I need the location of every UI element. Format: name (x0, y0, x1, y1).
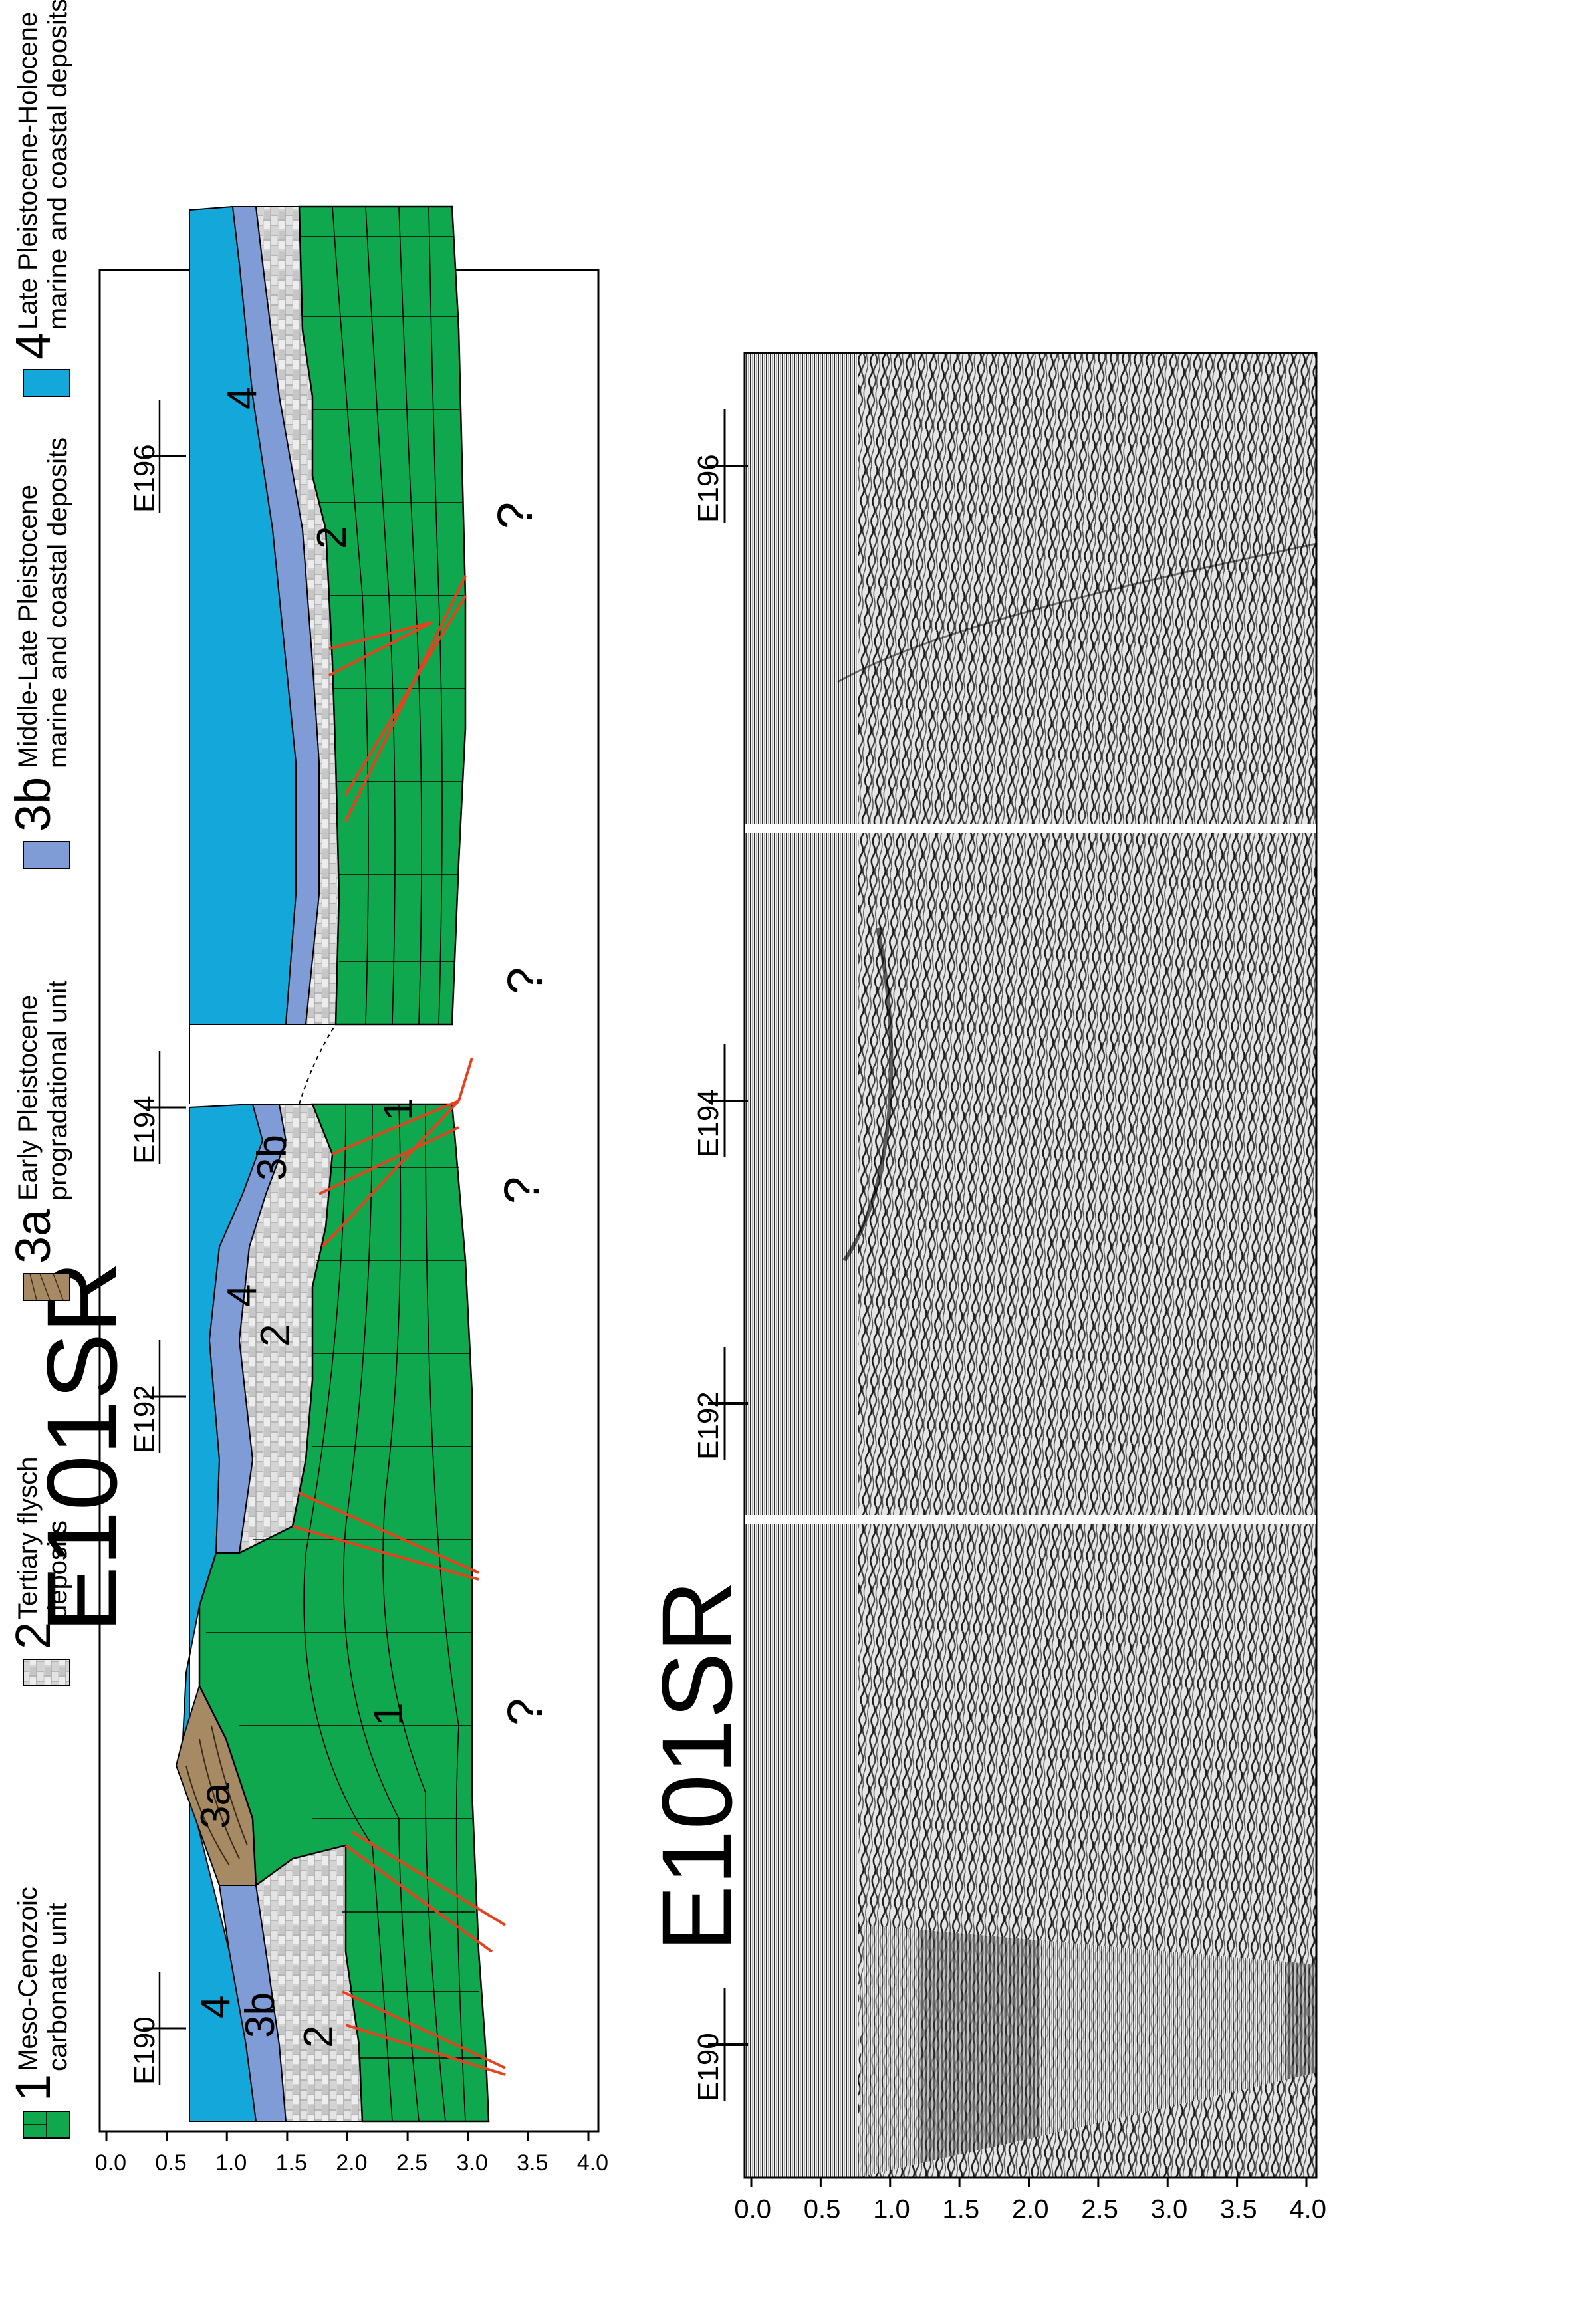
seismic-well-e196: E196 (692, 409, 748, 523)
fault-lines (292, 575, 507, 2076)
label-unit-4c: 4 (219, 387, 265, 409)
seismic-title: E101SR (641, 1580, 753, 1952)
legend: 1 Meso-Cenozoic carbonate unit 2 Tertiar… (5, 0, 72, 2139)
label-unit-4a: 4 (193, 1996, 239, 2018)
svg-text:Early Pleistocene: Early Pleistocene (13, 995, 43, 1201)
seismic-well-e190: E190 (692, 1988, 748, 2101)
section-depth-tick-label: 1.5 (276, 2150, 307, 2176)
legend-item-2: 2 Tertiary flysch deposits (5, 1457, 72, 1686)
unknown-mark: ? (497, 967, 552, 994)
svg-text:Tertiary flysch: Tertiary flysch (13, 1457, 43, 1620)
svg-text:carbonate unit: carbonate unit (43, 1903, 72, 2071)
svg-text:deposits: deposits (43, 1520, 72, 1619)
section-depth-tick-label: 0.5 (155, 2150, 186, 2176)
legend-item-3b: 3b Middle-Late Pleistocene marine and co… (5, 437, 72, 869)
svg-text:E196: E196 (128, 444, 161, 513)
legend-item-4: 4 Late Pleistocene-Holocene marine and c… (5, 0, 72, 397)
unknown-mark: ? (497, 1698, 552, 1726)
svg-text:Meso-Cenozoic: Meso-Cenozoic (13, 1887, 43, 2071)
seismic-well-e194: E194 (692, 1044, 748, 1157)
seismic-time-tick-label: 2.5 (1081, 2195, 1118, 2224)
svg-text:E194: E194 (128, 1096, 161, 1164)
seismic-time-axis: 0.0 0.5 1.0 1.5 2.0 2.5 3.0 3.5 4.0 (734, 2178, 1326, 2224)
label-unit-3b-b: 3b (249, 1135, 295, 1181)
label-unit-2c: 2 (309, 526, 355, 549)
section-depth-axis: 0.0 0.5 1.0 1.5 2.0 2.5 3.0 3.5 4.0 (95, 2131, 608, 2176)
section-depth-tick-label: 4.0 (577, 2150, 608, 2176)
seismic-time-tick-label: 0.5 (804, 2195, 841, 2224)
label-unit-1b: 1 (376, 1098, 422, 1121)
svg-text:E194: E194 (692, 1089, 725, 1157)
section-well-e196: E196 (128, 400, 186, 513)
svg-text:3a: 3a (5, 1209, 61, 1264)
seismic-time-tick-label: 2.0 (1012, 2195, 1049, 2224)
section-well-e190: E190 (128, 1972, 186, 2085)
unit-1-right (298, 205, 467, 1026)
section-well-e192: E192 (128, 1340, 186, 1453)
section-depth-tick-label: 1.0 (215, 2150, 247, 2176)
svg-text:marine and coastal deposits: marine and coastal deposits (43, 437, 72, 768)
seismic-water-column (745, 353, 858, 2178)
svg-text:3b: 3b (5, 777, 61, 832)
label-unit-2a: 2 (296, 2026, 342, 2048)
svg-text:marine and coastal deposits: marine and coastal deposits (43, 0, 72, 330)
svg-text:E192: E192 (128, 1385, 161, 1453)
svg-text:E192: E192 (692, 1391, 725, 1460)
section-depth-tick-label: 2.0 (336, 2150, 367, 2176)
svg-text:E190: E190 (128, 2016, 161, 2085)
unknown-mark: ? (487, 502, 543, 529)
seismic-time-tick-label: 4.0 (1289, 2195, 1326, 2224)
label-unit-4b: 4 (219, 1284, 265, 1307)
section-title: E101SR (26, 1261, 138, 1633)
svg-text:Middle-Late Pleistocene: Middle-Late Pleistocene (13, 485, 43, 768)
label-unit-1a: 1 (366, 1703, 412, 1726)
interpretation-panel: 0.0 0.5 1.0 1.5 2.0 2.5 3.0 3.5 4.0 (26, 205, 608, 2176)
seismic-time-tick-label: 1.0 (873, 2195, 910, 2224)
seismic-reflections (858, 353, 1316, 2178)
section-depth-tick-label: 3.0 (456, 2150, 487, 2176)
section-depth-tick-label: 0.0 (95, 2150, 126, 2176)
seismic-time-tick-label: 3.5 (1220, 2195, 1257, 2224)
section-depth-tick-label: 2.5 (396, 2150, 428, 2176)
svg-text:Late Pleistocene-Holocene: Late Pleistocene-Holocene (13, 12, 43, 330)
label-unit-3a: 3a (193, 1783, 239, 1829)
label-unit-2b: 2 (253, 1324, 299, 1347)
svg-text:E196: E196 (692, 454, 725, 523)
svg-text:progradational unit: progradational unit (43, 981, 72, 1201)
svg-text:4: 4 (5, 332, 61, 360)
seismic-time-tick-label: 1.5 (943, 2195, 980, 2224)
seismic-well-e192: E192 (692, 1347, 748, 1460)
seismic-time-tick-label: 3.0 (1151, 2195, 1188, 2224)
legend-item-3a: 3a Early Pleistocene progradational unit (5, 981, 72, 1301)
svg-text:1: 1 (5, 2074, 61, 2101)
svg-text:E190: E190 (692, 2033, 725, 2101)
svg-text:2: 2 (5, 1622, 61, 1649)
section-depth-tick-label: 3.5 (517, 2150, 548, 2176)
legend-item-1: 1 Meso-Cenozoic carbonate unit (5, 1887, 72, 2139)
section-well-e194: E194 (128, 1051, 186, 1164)
label-unit-3b-a: 3b (237, 1992, 283, 2038)
unknown-mark: ? (494, 1177, 549, 1204)
seismic-time-tick-label: 0.0 (734, 2195, 771, 2224)
